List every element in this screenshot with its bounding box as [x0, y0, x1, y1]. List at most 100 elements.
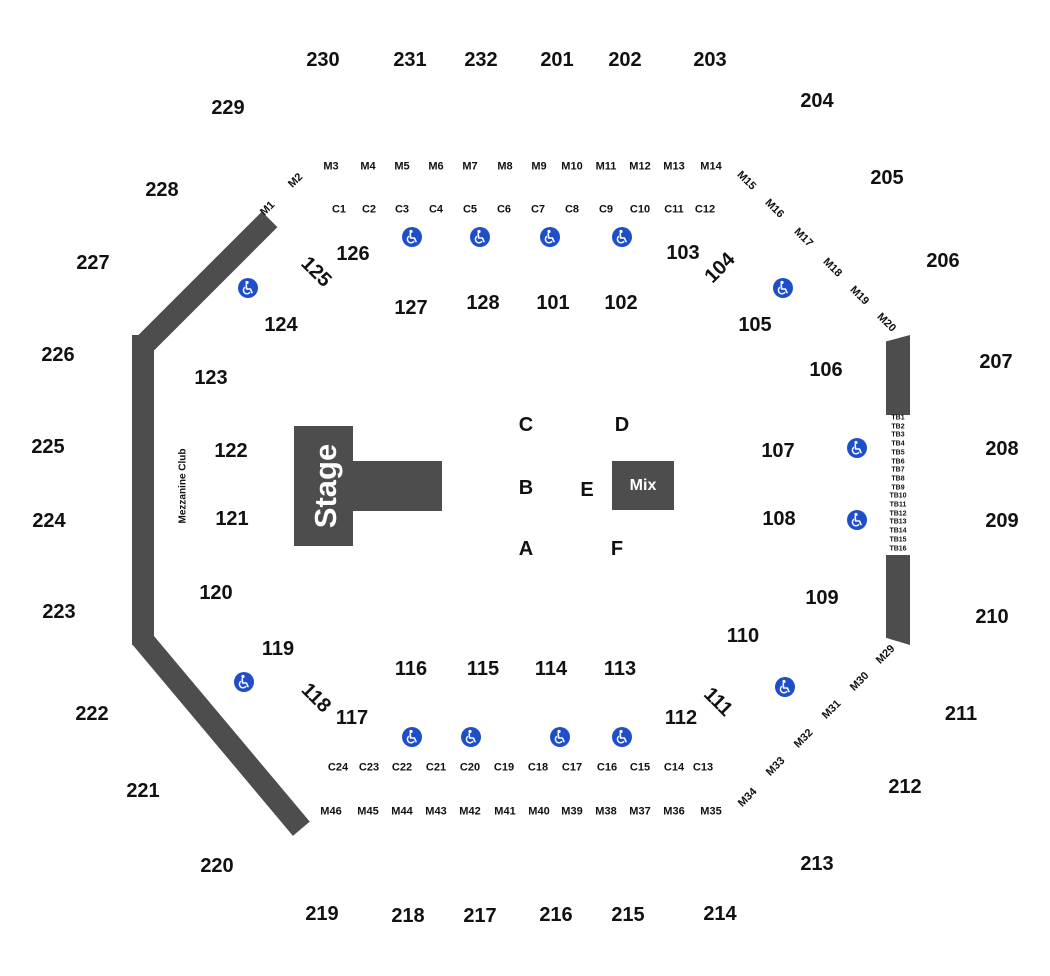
- club-box-C21[interactable]: C21: [425, 761, 447, 774]
- section-106[interactable]: 106: [809, 359, 843, 381]
- club-box-C9[interactable]: C9: [598, 203, 614, 216]
- club-box-C8[interactable]: C8: [564, 203, 580, 216]
- mezzanine-M42[interactable]: M42: [459, 805, 481, 818]
- mezzanine-M44[interactable]: M44: [391, 805, 413, 818]
- mezzanine-M40[interactable]: M40: [528, 805, 550, 818]
- floor-section-B[interactable]: B: [518, 477, 534, 499]
- section-220[interactable]: 220: [200, 855, 234, 877]
- section-207[interactable]: 207: [979, 351, 1013, 373]
- club-box-C23[interactable]: C23: [358, 761, 380, 774]
- mezzanine-M31[interactable]: M31: [819, 697, 844, 722]
- section-215[interactable]: 215: [611, 904, 645, 926]
- table-box-TB16[interactable]: TB16: [889, 545, 907, 552]
- section-103[interactable]: 103: [666, 242, 700, 264]
- mezzanine-M4[interactable]: M4: [360, 160, 376, 173]
- mezzanine-M9[interactable]: M9: [531, 160, 547, 173]
- wheelchair-icon[interactable]: [612, 727, 632, 747]
- section-111[interactable]: 111: [699, 683, 737, 721]
- wheelchair-icon[interactable]: [550, 727, 570, 747]
- wheelchair-icon[interactable]: [470, 227, 490, 247]
- club-box-C11[interactable]: C11: [664, 203, 684, 216]
- section-112[interactable]: 112: [664, 707, 698, 729]
- floor-section-F[interactable]: F: [610, 538, 624, 560]
- table-box-TB7[interactable]: TB7: [891, 466, 905, 474]
- mezzanine-M18[interactable]: M18: [820, 255, 845, 280]
- section-210[interactable]: 210: [975, 606, 1009, 628]
- mezzanine-M13[interactable]: M13: [663, 160, 685, 173]
- club-box-C22[interactable]: C22: [391, 761, 413, 774]
- mezzanine-M2[interactable]: M2: [286, 171, 306, 191]
- mezzanine-M33[interactable]: M33: [763, 754, 788, 779]
- table-box-TB12[interactable]: TB12: [889, 510, 907, 518]
- mezzanine-M12[interactable]: M12: [629, 160, 651, 173]
- table-box-TB1[interactable]: TB1: [891, 414, 905, 422]
- mezzanine-M8[interactable]: M8: [497, 160, 513, 173]
- section-107[interactable]: 107: [761, 440, 795, 462]
- wheelchair-icon[interactable]: [238, 278, 258, 298]
- section-108[interactable]: 108: [762, 508, 796, 530]
- club-box-C5[interactable]: C5: [462, 203, 478, 216]
- section-231[interactable]: 231: [393, 49, 427, 71]
- table-box-TB15[interactable]: TB15: [889, 536, 907, 544]
- wheelchair-icon[interactable]: [402, 227, 422, 247]
- club-box-C14[interactable]: C14: [663, 761, 685, 774]
- section-225[interactable]: 225: [31, 436, 65, 458]
- wheelchair-icon[interactable]: [773, 278, 793, 298]
- section-212[interactable]: 212: [888, 776, 922, 798]
- table-box-TB14[interactable]: TB14: [889, 527, 907, 535]
- club-box-C24[interactable]: C24: [327, 761, 349, 774]
- section-110[interactable]: 110: [726, 625, 760, 647]
- mezzanine-M11[interactable]: M11: [595, 160, 617, 173]
- club-box-C20[interactable]: C20: [459, 761, 481, 774]
- section-227[interactable]: 227: [76, 252, 110, 274]
- mezzanine-M7[interactable]: M7: [462, 160, 478, 173]
- club-box-C19[interactable]: C19: [493, 761, 515, 774]
- section-224[interactable]: 224: [32, 510, 66, 532]
- mezzanine-M38[interactable]: M38: [595, 805, 617, 818]
- club-box-C6[interactable]: C6: [496, 203, 512, 216]
- table-box-TB4[interactable]: TB4: [891, 440, 905, 448]
- section-203[interactable]: 203: [693, 49, 727, 71]
- club-box-C7[interactable]: C7: [530, 203, 546, 216]
- mezzanine-M14[interactable]: M14: [700, 160, 722, 173]
- mezzanine-M16[interactable]: M16: [762, 196, 787, 221]
- mezzanine-M35[interactable]: M35: [700, 805, 722, 818]
- section-125[interactable]: 125: [296, 252, 336, 292]
- section-113[interactable]: 113: [603, 658, 637, 680]
- section-115[interactable]: 115: [466, 658, 500, 680]
- table-box-TB10[interactable]: TB10: [889, 492, 907, 500]
- mezzanine-M30[interactable]: M30: [847, 669, 872, 694]
- mezzanine-M15[interactable]: M15: [734, 168, 759, 193]
- section-109[interactable]: 109: [805, 587, 839, 609]
- mezzanine-M45[interactable]: M45: [357, 805, 379, 818]
- table-box-TB6[interactable]: TB6: [891, 458, 905, 465]
- mezzanine-M17[interactable]: M17: [791, 225, 816, 250]
- section-228[interactable]: 228: [145, 179, 179, 201]
- club-box-C13[interactable]: C13: [692, 761, 714, 774]
- section-214[interactable]: 214: [703, 903, 737, 925]
- club-box-C16[interactable]: C16: [596, 761, 618, 774]
- club-box-C17[interactable]: C17: [561, 761, 583, 774]
- mezzanine-M46[interactable]: M46: [320, 805, 342, 818]
- wheelchair-icon[interactable]: [540, 227, 560, 247]
- section-124[interactable]: 124: [264, 314, 298, 336]
- section-123[interactable]: 123: [194, 367, 228, 389]
- section-230[interactable]: 230: [306, 49, 340, 71]
- section-101[interactable]: 101: [536, 292, 570, 314]
- table-box-TB2[interactable]: TB2: [891, 423, 905, 431]
- section-116[interactable]: 116: [394, 658, 428, 680]
- table-box-TB9[interactable]: TB9: [891, 484, 905, 492]
- section-117[interactable]: 117: [335, 707, 369, 729]
- section-208[interactable]: 208: [985, 438, 1019, 460]
- mezzanine-M6[interactable]: M6: [428, 160, 444, 173]
- mezzanine-M10[interactable]: M10: [561, 160, 583, 173]
- mezzanine-M39[interactable]: M39: [561, 805, 583, 818]
- section-221[interactable]: 221: [126, 780, 160, 802]
- section-104[interactable]: 104: [700, 248, 740, 288]
- section-118[interactable]: 118: [296, 678, 336, 718]
- section-219[interactable]: 219: [305, 903, 339, 925]
- mezzanine-M36[interactable]: M36: [663, 805, 685, 818]
- section-218[interactable]: 218: [391, 905, 425, 927]
- floor-section-D[interactable]: D: [614, 414, 630, 436]
- mezzanine-M20[interactable]: M20: [874, 310, 899, 335]
